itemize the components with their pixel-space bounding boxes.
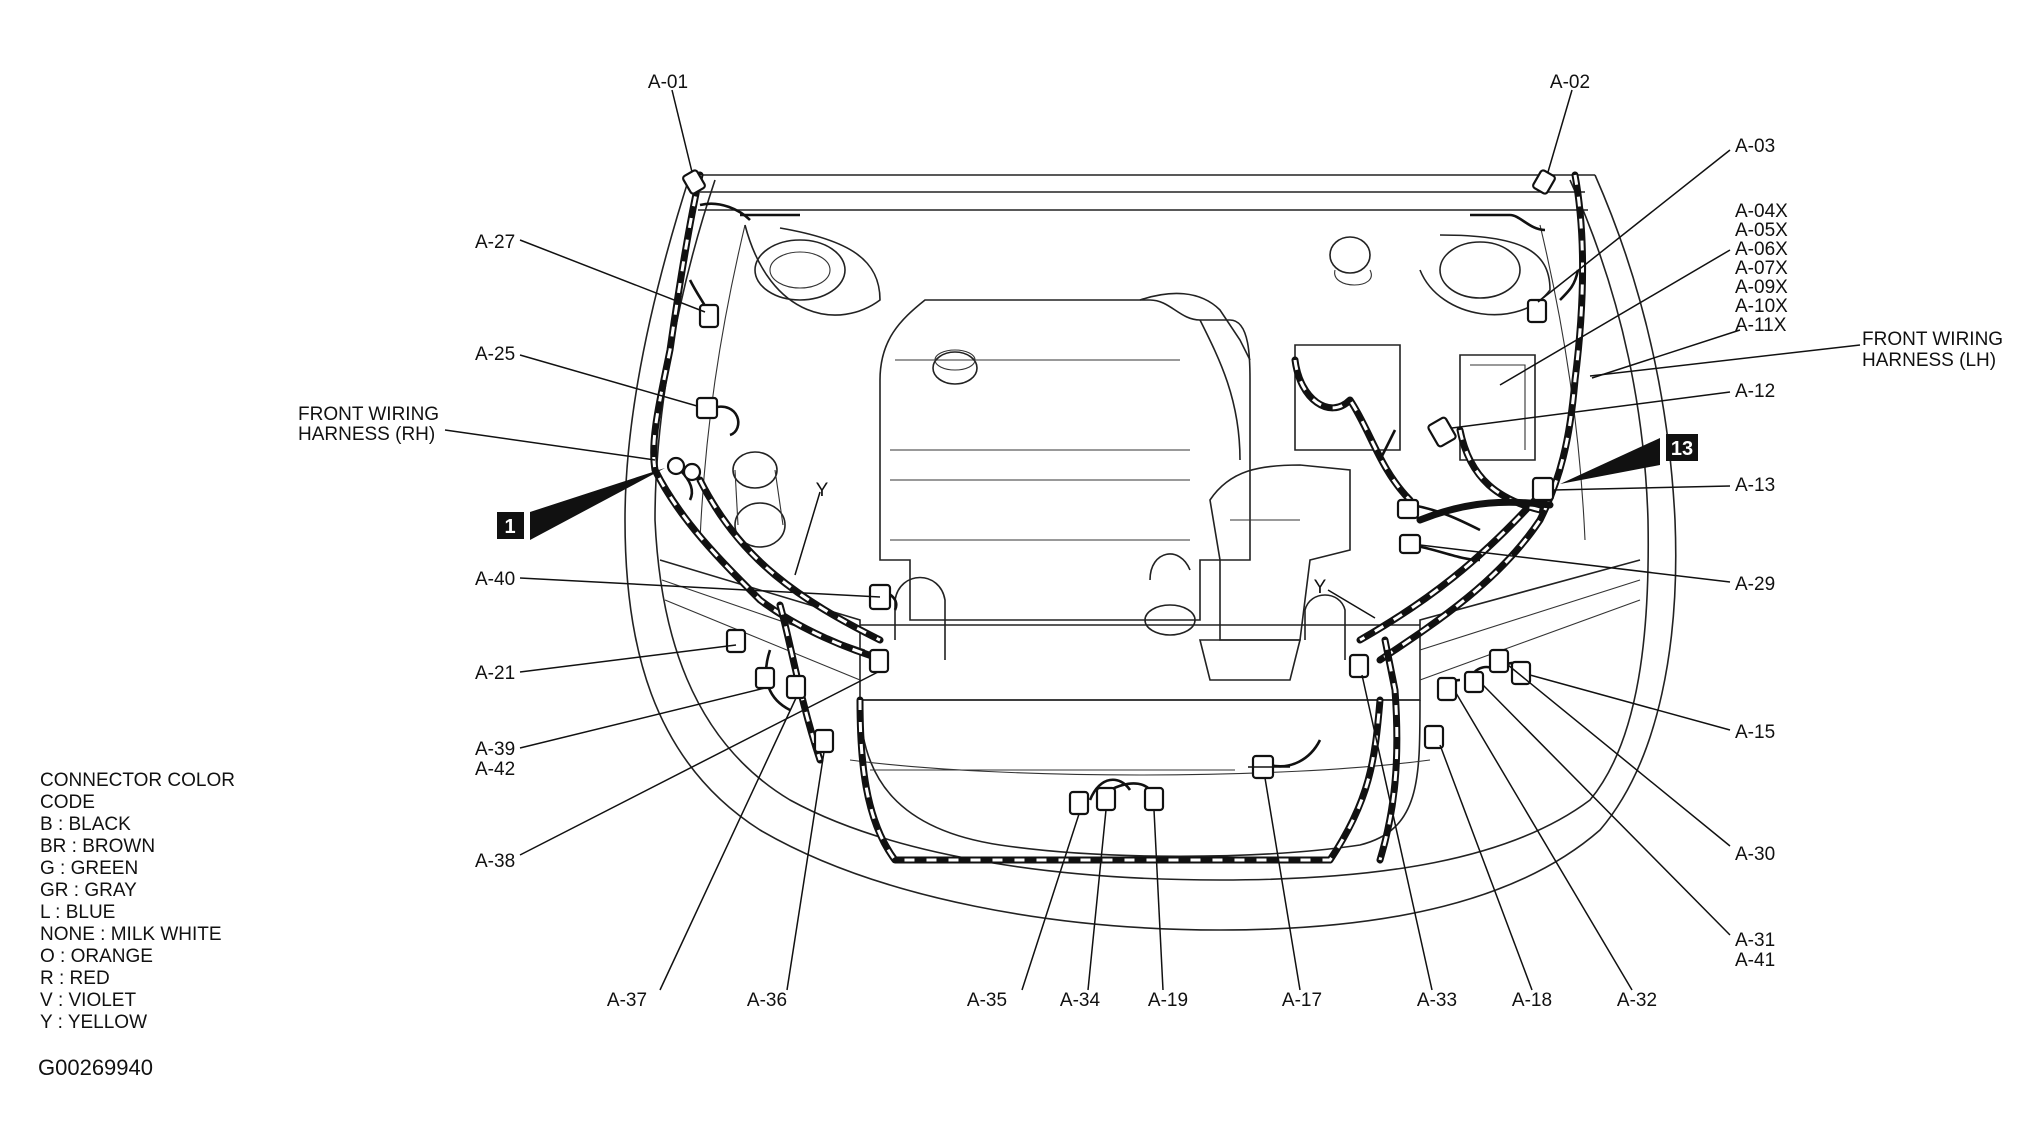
label-a05x: A-05X (1735, 220, 1788, 241)
connector-a31-a41 (1463, 670, 1485, 694)
label-a11x: A-11X (1735, 315, 1787, 336)
wire-mark-right: Y (1314, 577, 1327, 598)
engine-components (732, 224, 1551, 681)
connector-a32 (1436, 676, 1458, 702)
connector-a37 (785, 674, 807, 700)
legend-entry: R : RED (40, 968, 110, 989)
label-a04-group: A-04X A-05X A-06X A-07X A-09X A-10X A-11… (1735, 201, 1788, 336)
leader-lines (444, 89, 1861, 991)
label-a35: A-35 (967, 990, 1007, 1011)
legend-entry: Y : YELLOW (40, 1012, 147, 1033)
wire-color-marks: Y Y (816, 480, 1327, 598)
connector-a13 (1531, 476, 1555, 502)
connector-a25 (695, 396, 719, 420)
label-a39: A-39 (475, 739, 515, 760)
label-a02: A-02 (1550, 72, 1590, 93)
label-a13: A-13 (1735, 475, 1775, 496)
label-a31: A-31 (1735, 930, 1775, 951)
label-a42: A-42 (475, 759, 515, 780)
label-a10x: A-10X (1735, 296, 1788, 317)
label-a06x: A-06X (1735, 239, 1788, 260)
connector-a35 (1068, 790, 1090, 816)
label-a29: A-29 (1735, 574, 1775, 595)
label-a03: A-03 (1735, 136, 1775, 157)
connector-a29 (1398, 533, 1422, 555)
label-a34: A-34 (1060, 990, 1101, 1011)
badge-13-label: 13 (1671, 438, 1693, 460)
harness-rh-line1: FRONT WIRING (298, 404, 439, 425)
wiring-harness-routes (650, 171, 1586, 864)
callout-badges: 1 13 (497, 434, 1698, 540)
label-a12: A-12 (1735, 381, 1775, 402)
label-a04x: A-04X (1735, 201, 1788, 222)
connector-a33 (1348, 653, 1370, 679)
connector-a01 (682, 169, 706, 195)
connector-pigtails (679, 202, 1580, 801)
label-a17: A-17 (1282, 990, 1322, 1011)
label-a41: A-41 (1735, 950, 1775, 971)
connector-a39-a42 (754, 666, 776, 690)
legend-entry: NONE : MILK WHITE (40, 924, 222, 945)
harness-lh-line2: HARNESS (LH) (1862, 350, 1996, 371)
label-a30: A-30 (1735, 844, 1775, 865)
label-a15: A-15 (1735, 722, 1775, 743)
legend-entry: L : BLUE (40, 902, 115, 923)
label-a07x: A-07X (1735, 258, 1788, 279)
vehicle-body-outline (624, 174, 1677, 931)
figure-code: G00269940 (38, 1055, 153, 1080)
harness-lh-line1: FRONT WIRING (1862, 329, 2003, 350)
connector-a36 (813, 728, 835, 754)
connector-a12 (1427, 416, 1457, 448)
legend-entry: GR : GRAY (40, 880, 137, 901)
harness-labels: FRONT WIRING HARNESS (RH) FRONT WIRING H… (298, 329, 2003, 445)
connector-a19 (1143, 786, 1165, 812)
legend-title-1: CONNECTOR COLOR (40, 770, 235, 791)
connector-rh-ground-2 (682, 462, 702, 482)
badge-1-label: 1 (504, 516, 515, 538)
wedge-right (1560, 438, 1660, 484)
label-a09x: A-09X (1735, 277, 1788, 298)
label-a33: A-33 (1417, 990, 1457, 1011)
connector-a21 (725, 628, 747, 654)
label-a27: A-27 (475, 232, 515, 253)
wire-mark-left: Y (816, 480, 829, 501)
label-a19: A-19 (1148, 990, 1188, 1011)
connector-rh-ground (666, 456, 686, 476)
badge-1 (497, 512, 524, 539)
legend-entry: BR : BROWN (40, 836, 155, 857)
badge-13 (1666, 434, 1698, 461)
label-a18: A-18 (1512, 990, 1552, 1011)
connector-a29-upper (1396, 498, 1420, 520)
label-a25: A-25 (475, 344, 515, 365)
label-a36: A-36 (747, 990, 787, 1011)
legend-title-2: CODE (40, 792, 95, 813)
wedge-left (530, 468, 665, 540)
connector-labels: A-01 A-02 A-03 A-04X A-05X A-06X A-07X A… (475, 72, 1788, 1011)
harness-rh-line2: HARNESS (RH) (298, 424, 435, 445)
label-a37: A-37 (607, 990, 647, 1011)
connector-a03 (1526, 298, 1548, 324)
legend-entry: V : VIOLET (40, 990, 136, 1011)
connector-a18 (1423, 724, 1445, 750)
label-a01: A-01 (648, 72, 688, 93)
connectors (666, 169, 1556, 816)
connector-a02 (1532, 169, 1556, 195)
legend-entry: B : BLACK (40, 814, 131, 835)
connector-color-legend: CONNECTOR COLOR CODE B : BLACK BR : BROW… (40, 770, 235, 1033)
connector-a34 (1095, 786, 1117, 812)
legend-entry: O : ORANGE (40, 946, 153, 967)
legend-entry: G : GREEN (40, 858, 138, 879)
label-a40: A-40 (475, 569, 515, 590)
label-a38: A-38 (475, 851, 515, 872)
connector-a27 (698, 303, 720, 329)
label-a32: A-32 (1617, 990, 1657, 1011)
label-a21: A-21 (475, 663, 515, 684)
connector-a30 (1488, 648, 1510, 674)
connector-a38-upper (868, 648, 890, 674)
